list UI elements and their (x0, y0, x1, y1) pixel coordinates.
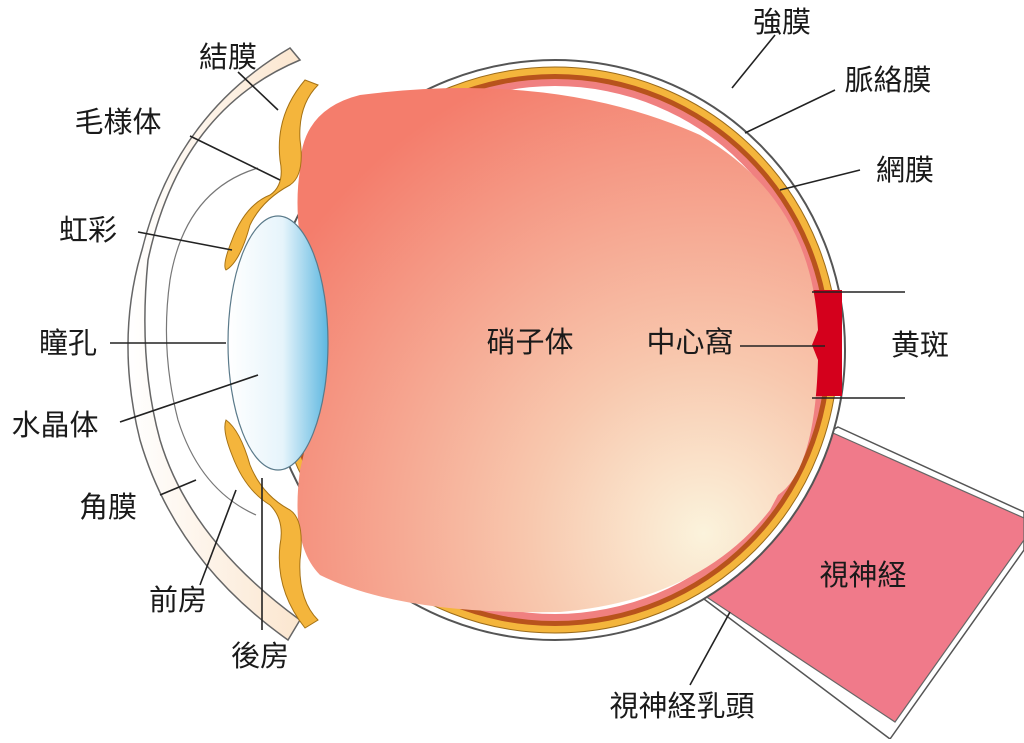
lens-shape (227, 215, 329, 471)
label-choroid: 脈絡膜 (844, 63, 931, 97)
label-optic-disc: 視神経乳頭 (609, 689, 754, 723)
cornea-shape (127, 47, 302, 642)
label-anterior-chamber: 前房 (149, 583, 207, 617)
label-posterior-chamber: 後房 (231, 639, 289, 673)
label-lens: 水晶体 (11, 408, 98, 442)
label-ciliary-body: 毛様体 (74, 105, 161, 139)
label-conjunctiva: 結膜 (199, 40, 257, 74)
label-macula: 黄斑 (891, 328, 949, 362)
label-fovea: 中心窩 (646, 325, 733, 359)
iris-ciliary (224, 79, 319, 629)
vitreous-body (297, 88, 818, 613)
label-optic-nerve: 視神経 (819, 558, 906, 592)
label-pupil: 瞳孔 (39, 326, 97, 360)
label-cornea: 角膜 (79, 490, 137, 524)
label-sclera: 強膜 (753, 5, 811, 39)
leader-lines (110, 34, 905, 686)
label-vitreous: 硝子体 (486, 325, 573, 359)
label-retina: 網膜 (876, 153, 934, 187)
label-iris: 虹彩 (59, 213, 117, 247)
